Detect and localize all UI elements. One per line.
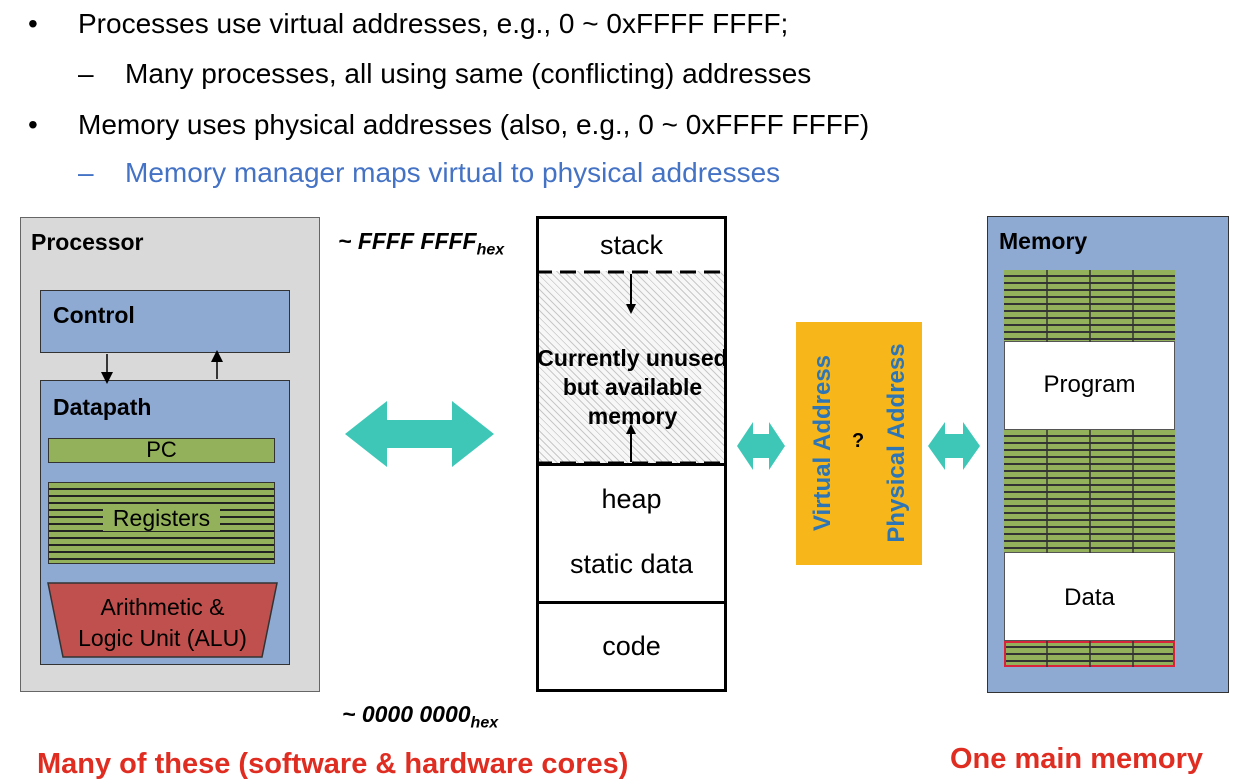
static-data-segment: static data: [536, 531, 727, 604]
alu-label-line1: Arithmetic &: [100, 594, 225, 620]
stack-grow-arrowhead: [626, 304, 636, 314]
arrow-shape: [928, 422, 980, 470]
arrow-shape: [345, 401, 494, 467]
unused-line2: but available: [562, 374, 703, 400]
bullet-processes-virtual: Processes use virtual addresses, e.g., 0…: [78, 8, 789, 39]
stack-segment: stack: [536, 216, 727, 274]
bullet-marker: •: [28, 8, 38, 39]
physical-address-label: Physical Address: [883, 343, 910, 543]
top-address: ~ FFFF FFFF: [338, 228, 477, 254]
bullet-memory-physical: Memory uses physical addresses (also, e.…: [78, 109, 870, 140]
bottom-address-label: ~ 0000 0000hex: [342, 701, 498, 733]
dash-marker: –: [78, 157, 94, 188]
dash-marker: –: [78, 58, 94, 89]
unused-line3: memory: [587, 403, 678, 429]
big-double-arrow: [345, 401, 494, 467]
unused-line1: Currently unused: [537, 345, 728, 371]
small-arrow-right: [928, 422, 980, 470]
footer-right-caption: One main memory: [950, 743, 1204, 775]
arrow-shape: [737, 422, 785, 470]
alu-shape: [47, 582, 278, 658]
control-box: [40, 290, 290, 353]
top-address-label: ~ FFFF FFFFhex: [338, 228, 504, 260]
footer-left-caption: Many of these (software & hardware cores…: [37, 748, 629, 780]
code-segment: code: [536, 601, 727, 692]
bullet-memory-manager: Memory manager maps virtual to physical …: [125, 157, 781, 188]
translation-question-mark: ?: [852, 430, 865, 452]
bottom-address-sub: hex: [470, 714, 499, 732]
heap-segment: heap: [536, 463, 727, 534]
alu-label-line2: Logic Unit (ALU): [78, 625, 247, 651]
bullet-marker: •: [28, 109, 38, 140]
program-region: Program: [1004, 341, 1175, 430]
alu-label: Arithmetic & Logic Unit (ALU): [48, 592, 277, 654]
datapath-label: Datapath: [53, 394, 152, 420]
heap-grow-arrowhead: [626, 424, 636, 434]
memory-title: Memory: [999, 228, 1088, 254]
memory-column-lines: [1046, 270, 1134, 667]
processor-title: Processor: [31, 229, 144, 255]
control-label: Control: [53, 302, 135, 328]
bottom-address: ~ 0000 0000: [342, 701, 471, 727]
virtual-address-label: Virtual Address: [809, 354, 836, 532]
registers-label: Registers: [102, 505, 221, 531]
small-arrow-left: [737, 422, 785, 470]
bullet-many-processes: Many processes, all using same (conflict…: [125, 58, 812, 89]
pc-register: PC: [48, 438, 275, 463]
address-translator: [796, 322, 922, 565]
registers-label-wrap: Registers: [48, 505, 275, 532]
top-address-sub: hex: [476, 241, 505, 259]
unused-memory-label: Currently unused but available memory: [520, 344, 745, 431]
